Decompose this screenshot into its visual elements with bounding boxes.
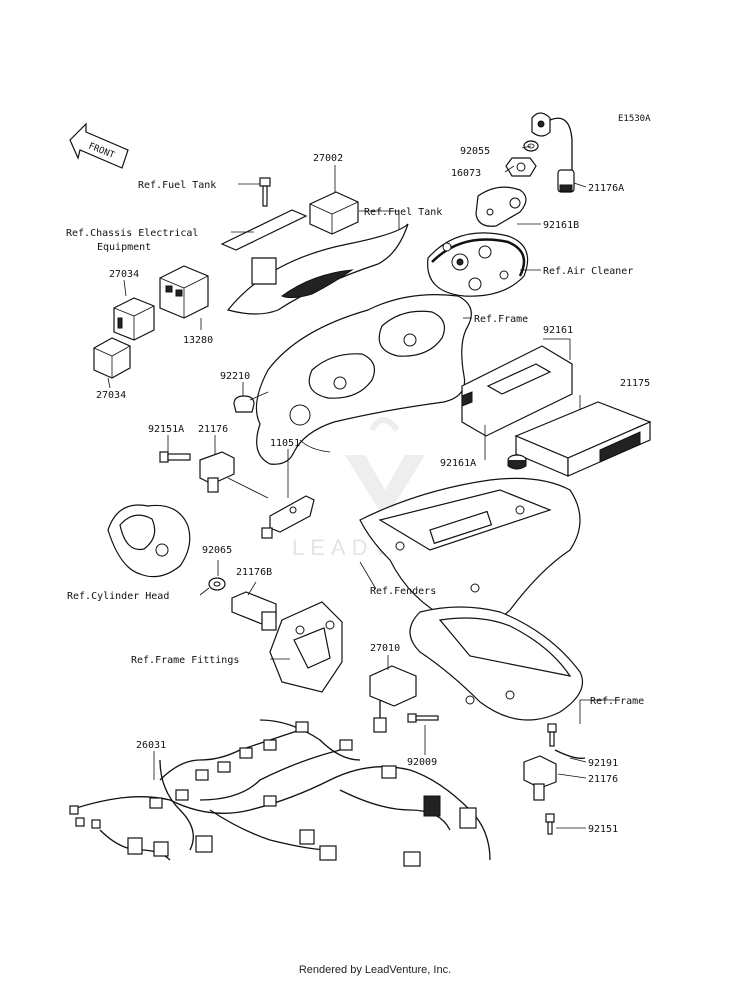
label-11051: 11051 (270, 438, 300, 449)
relay-bracket (220, 209, 308, 285)
label-92161A: 92161A (440, 458, 476, 469)
label-92151A: 92151A (148, 424, 184, 435)
label-21176A: 21176A (588, 183, 624, 194)
label-92191: 92191 (588, 758, 618, 769)
label-92055: 92055 (460, 146, 490, 157)
sensor-21176B (231, 591, 277, 631)
bolt-92191 (547, 723, 586, 759)
label-27002: 27002 (313, 153, 343, 164)
label-92161B: 92161B (543, 220, 579, 231)
bolt-92151 (545, 813, 555, 835)
relay-13280 (159, 265, 209, 319)
cap-92210 (233, 395, 255, 413)
relay-27010 (369, 665, 417, 733)
label-21176-right: 21176 (588, 774, 618, 785)
label-21176B: 21176B (236, 567, 272, 578)
leader-lines (107, 145, 620, 829)
washer-92065 (208, 577, 226, 591)
air-cleaner-base (427, 232, 529, 297)
relay-27034-upper (113, 297, 155, 341)
label-21175: 21175 (620, 378, 650, 389)
label-21176-left: 21176 (198, 424, 228, 435)
label-ref-chassis-equipment: Equipment (97, 242, 151, 253)
sensor-21176-right (523, 755, 557, 801)
label-92210: 92210 (220, 371, 250, 382)
rear-fender (359, 477, 581, 624)
bolt-92151A (159, 451, 191, 463)
label-92151: 92151 (588, 824, 618, 835)
ecu-21175 (514, 401, 652, 477)
wiring-harness-26031 (69, 719, 491, 867)
footer-credit: Rendered by LeadVenture, Inc. (298, 964, 452, 976)
rubber-damper-92161A (507, 454, 527, 470)
label-16073: 16073 (451, 168, 481, 179)
cylinder-head-ref (107, 504, 191, 578)
frame-fittings-ref (269, 601, 343, 693)
label-27010: 27010 (370, 643, 400, 654)
label-ref-frame-fittings: Ref.Frame Fittings (131, 655, 239, 666)
sensor-21176A-assembly (475, 112, 575, 227)
bolt-92009 (407, 713, 439, 723)
relay-27034-lower (93, 337, 131, 379)
label-ref-fuel-tank-left: Ref.Fuel Tank (138, 180, 216, 191)
label-ref-fuel-tank-right: Ref.Fuel Tank (364, 207, 442, 218)
fuel-tank-outline (226, 223, 409, 315)
label-13280: 13280 (183, 335, 213, 346)
label-27034-lower: 27034 (96, 390, 126, 401)
label-92009: 92009 (407, 757, 437, 768)
bolt-fuel-tank (259, 177, 271, 207)
relay-27002 (309, 191, 359, 235)
bracket-11051 (261, 495, 315, 539)
label-26031: 26031 (136, 740, 166, 751)
label-ref-chassis-electrical: Ref.Chassis Electrical (66, 228, 198, 239)
rear-frame-ref (409, 606, 584, 721)
label-ref-fenders: Ref.Fenders (370, 586, 436, 597)
label-92065: 92065 (202, 545, 232, 556)
label-ref-frame-lower: Ref.Frame (590, 696, 644, 707)
ecu-bracket-92161 (461, 345, 573, 437)
label-92161: 92161 (543, 325, 573, 336)
label-ref-cylinder-head: Ref.Cylinder Head (67, 591, 169, 602)
sensor-21176-left (199, 451, 235, 493)
label-ref-frame-upper: Ref.Frame (474, 314, 528, 325)
main-frame (255, 294, 472, 465)
label-27034-upper: 27034 (109, 269, 139, 280)
label-ref-air-cleaner: Ref.Air Cleaner (543, 266, 633, 277)
diagram-code: E1530A (618, 114, 651, 124)
front-arrow-icon: FRONT (69, 122, 129, 169)
